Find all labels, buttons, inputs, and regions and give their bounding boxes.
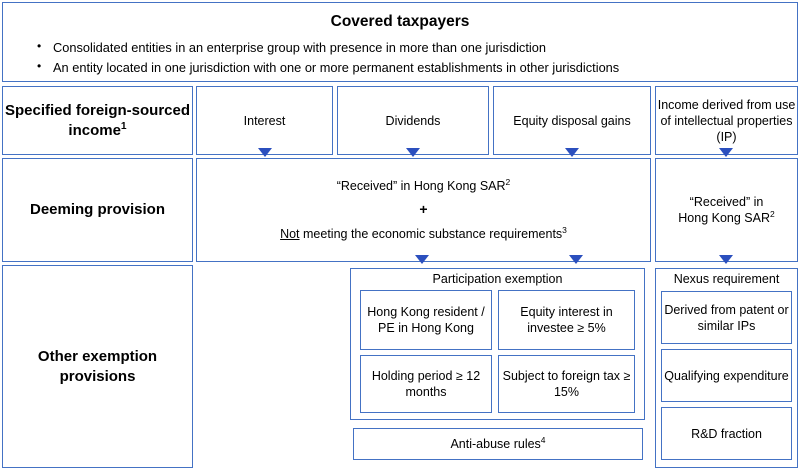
income-type-label: Equity disposal gains [513,113,631,128]
nexus-condition-derived-from-patent: Derived from patent or similar IPs [661,291,792,344]
participation-condition-holding-period: Holding period ≥ 12 months [360,355,492,413]
anti-abuse-rules-box: Anti-abuse rules4 [353,428,643,460]
arrow-down-icon [719,255,733,264]
participation-exemption-title: Participation exemption [432,272,563,286]
condition-label: Derived from patent or similar IPs [664,302,789,333]
deeming-received-text: “Received” in Hong Kong SAR [336,179,506,194]
condition-label: Hong Kong resident / PE in Hong Kong [367,305,485,335]
row2-label-text: Deeming provision [29,201,166,219]
footnote-marker-2: 2 [505,176,511,187]
plus-symbol: + [419,201,428,218]
arrow-down-icon [406,148,420,157]
deeming-ip-line1: “Received” in [689,195,764,209]
row3-label-text: Other exemption provisions [37,348,158,385]
deeming-main-box: “Received” in Hong Kong SAR2 + Not meeti… [196,158,651,262]
deeming-received-line: “Received” in Hong Kong SAR2 [280,178,567,194]
condition-label: Equity interest in investee ≥ 5% [520,305,613,335]
arrow-down-icon [258,148,272,157]
income-type-label: Dividends [385,113,441,128]
nexus-condition-qualifying-expenditure: Qualifying expenditure [661,349,792,402]
anti-abuse-label: Anti-abuse rules [450,437,541,451]
page-title: Covered taxpayers [330,13,470,30]
participation-condition-hk-resident: Hong Kong resident / PE in Hong Kong [360,290,492,350]
row-label-other-exemption-provisions: Other exemption provisions [2,265,193,468]
condition-label: Subject to foreign tax ≥ 15% [502,369,631,399]
participation-condition-foreign-tax: Subject to foreign tax ≥ 15% [498,355,635,413]
deeming-substance-text: meeting the economic substance requireme… [299,226,563,241]
income-type-label: Interest [243,113,286,128]
footnote-marker-3: 3 [562,224,567,235]
income-type-dividends: Dividends [337,86,489,155]
deeming-ip-line2: Hong Kong SAR [678,211,770,225]
income-type-label: Income derived from use of intellectual … [657,97,796,144]
bullet-item: An entity located in one jurisdiction wi… [37,57,797,78]
arrow-down-icon [415,255,429,264]
footnote-marker-1: 1 [120,120,127,132]
deeming-substance-line: Not meeting the economic substance requi… [280,226,567,242]
participation-condition-equity-interest: Equity interest in investee ≥ 5% [498,290,635,350]
deeming-not-underline: Not [280,226,300,241]
income-type-equity-disposal-gains: Equity disposal gains [493,86,651,155]
covered-taxpayers-box: Covered taxpayers Consolidated entities … [2,2,798,82]
arrow-down-icon [569,255,583,264]
footnote-marker-2: 2 [770,208,775,219]
row-label-specified-foreign-sourced-income: Specified foreign-sourced income1 [2,86,193,155]
income-type-ip-income: Income derived from use of intellectual … [655,86,798,155]
income-type-interest: Interest [196,86,333,155]
nexus-requirement-title: Nexus requirement [673,272,780,286]
condition-label: Holding period ≥ 12 months [371,369,481,399]
row-label-deeming-provision: Deeming provision [2,158,193,262]
footnote-marker-4: 4 [540,434,546,445]
bullet-item: Consolidated entities in an enterprise g… [37,37,797,58]
condition-label: R&D fraction [691,426,762,441]
covered-taxpayers-bullets: Consolidated entities in an enterprise g… [3,37,797,78]
arrow-down-icon [719,148,733,157]
condition-label: Qualifying expenditure [664,368,789,383]
arrow-down-icon [565,148,579,157]
deeming-ip-line2-wrap: Hong Kong SAR2 [678,210,774,226]
deeming-ip-box: “Received” in Hong Kong SAR2 [655,158,798,262]
row1-label-text: Specified foreign-sourced income [4,102,191,139]
nexus-condition-rd-fraction: R&D fraction [661,407,792,460]
